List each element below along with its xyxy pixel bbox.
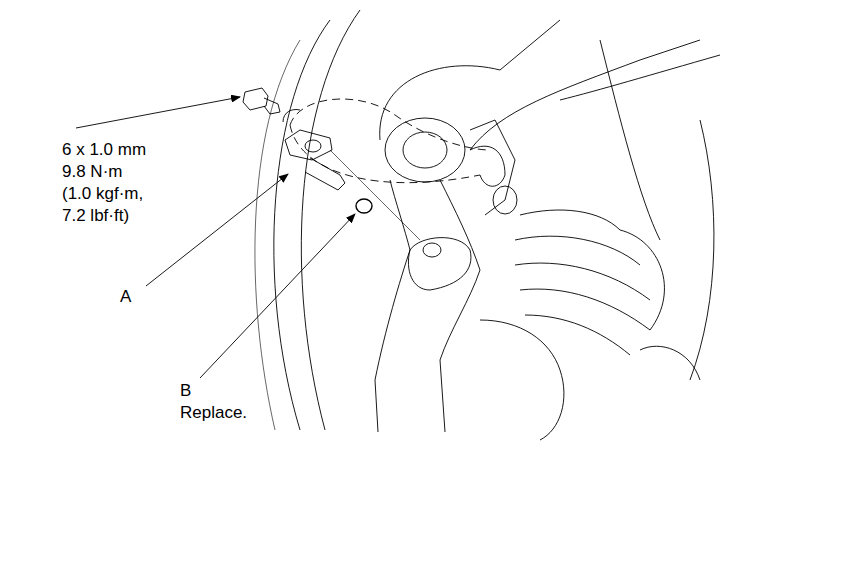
note-text: Replace. [180, 403, 247, 423]
torque-value: (1.0 kgf·m, [62, 184, 143, 204]
callout-letter: B [180, 381, 191, 401]
fastener-size: 6 x 1.0 mm [62, 140, 146, 160]
callout-letter: A [120, 287, 131, 307]
torque-value: 9.8 N·m [62, 162, 122, 182]
torque-value: 7.2 lbf·ft) [62, 206, 129, 226]
